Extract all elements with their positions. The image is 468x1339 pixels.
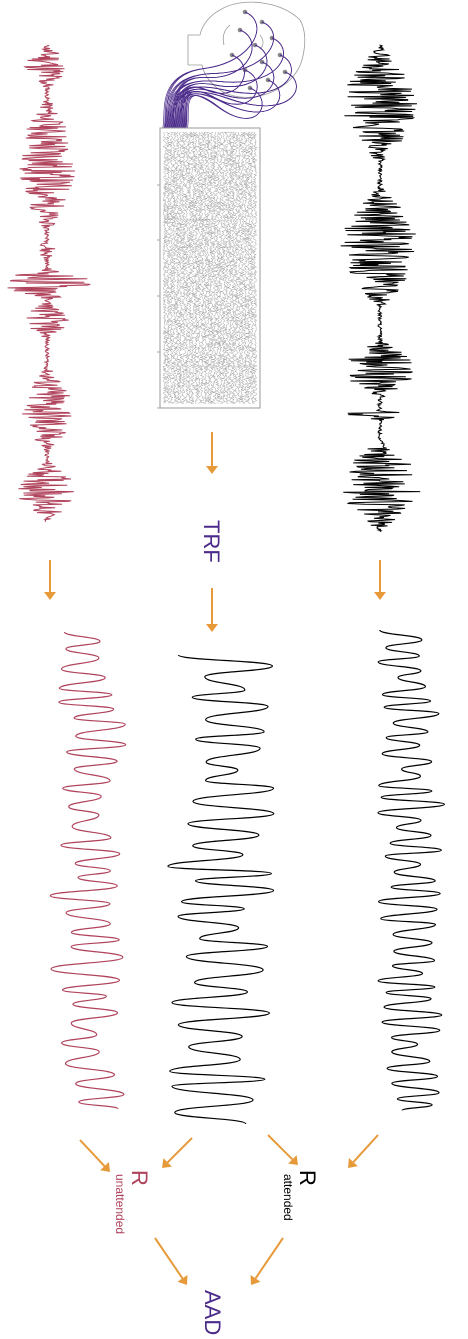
r-attended-label: R attended — [281, 1170, 320, 1221]
flow-arrows — [44, 432, 386, 1285]
eeg-cables — [161, 11, 297, 131]
eeg-trace — [180, 131, 187, 404]
eeg-cable — [170, 54, 292, 131]
eeg-trace — [187, 131, 193, 404]
eeg-trace — [199, 131, 205, 404]
eeg-trace — [193, 131, 199, 404]
eeg-trace — [174, 131, 181, 404]
eeg-cable — [176, 44, 268, 131]
eeg-trace — [221, 131, 227, 404]
attended-audio-envelope — [340, 44, 421, 532]
arrow-r-unattended-to-aad — [154, 1237, 188, 1285]
eeg-trace — [208, 131, 215, 404]
eeg-trace — [230, 131, 236, 404]
eeg-trace — [171, 131, 177, 404]
r-unattended-label: R unattended — [113, 1170, 152, 1234]
eeg-cable — [184, 69, 258, 131]
unattended-audio-envelope — [7, 44, 91, 523]
arrow-to-r-attended-from-left — [267, 1134, 298, 1165]
arrow-down-attended — [374, 560, 386, 600]
eeg-trace — [246, 131, 252, 404]
eeg-trace — [162, 131, 168, 404]
eeg-trace — [252, 131, 258, 404]
eeg-trace — [211, 131, 218, 404]
eeg-trace — [202, 131, 208, 404]
eeg-trace — [227, 131, 233, 404]
eeg-cable — [166, 21, 274, 131]
eeg-trace-panel — [157, 127, 261, 409]
arrow-down-eeg-to-trf — [206, 432, 218, 474]
eeg-head-illustration — [161, 1, 306, 131]
eeg-trace — [233, 131, 239, 404]
eeg-trace — [239, 132, 246, 404]
eeg-trace — [177, 131, 184, 404]
eeg-trace — [196, 131, 202, 404]
eeg-cable — [182, 54, 245, 131]
eeg-trace — [224, 131, 230, 404]
arrow-down-trf-to-reconstruction — [206, 588, 218, 632]
eeg-cable — [168, 37, 284, 131]
r-unattended-sub: unattended — [113, 1174, 127, 1234]
trf-label: TRF — [199, 520, 224, 563]
eeg-trace — [236, 131, 243, 404]
arrow-down-unattended — [44, 560, 56, 600]
r-attended-main: R — [295, 1170, 320, 1186]
eeg-trace — [205, 131, 211, 404]
eeg-trace — [249, 131, 255, 404]
arrow-to-r-unattended-from-right — [162, 1137, 193, 1168]
eeg-trace — [215, 131, 221, 404]
unattended-envelope-smoothed — [49, 631, 127, 1110]
eeg-trace — [165, 131, 171, 404]
arrow-to-r-unattended-from-left — [79, 1139, 110, 1172]
eeg-trace — [190, 131, 196, 404]
aad-label: AAD — [200, 1290, 225, 1335]
eeg-trace — [218, 131, 224, 404]
arrow-to-r-attended-from-right — [348, 1134, 379, 1168]
eeg-trace — [242, 131, 249, 404]
eeg-cable — [174, 29, 253, 131]
arrow-r-attended-to-aad — [250, 1237, 284, 1285]
eeg-trace — [168, 131, 174, 404]
eeg-trace — [184, 131, 190, 404]
eeg-cable — [186, 87, 263, 131]
reconstructed-envelope — [167, 654, 275, 1125]
eeg-electrodes — [229, 9, 288, 91]
r-attended-sub: attended — [281, 1174, 295, 1221]
attended-envelope-smoothed — [377, 629, 446, 1111]
r-unattended-main: R — [127, 1170, 152, 1186]
